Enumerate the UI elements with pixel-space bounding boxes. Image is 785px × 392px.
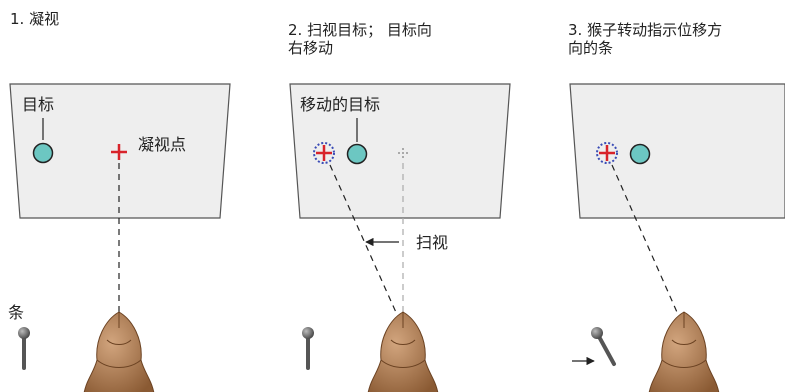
fixation-cross-2 xyxy=(316,145,332,161)
old-fixation-point-2 xyxy=(398,148,408,158)
target-dot-1 xyxy=(32,142,54,164)
monkey-head-2 xyxy=(366,311,440,392)
bar-label: 条 xyxy=(8,303,24,322)
panel-1-caption-line-1: 1. 凝视 xyxy=(10,10,59,28)
gaze-line-2 xyxy=(329,164,404,329)
panel-3-caption-line-1: 3. 猴子转动指示位移方 xyxy=(568,21,722,39)
panel-3-caption-line-2: 向的条 xyxy=(568,39,613,57)
bar-lever-3-tilted xyxy=(591,327,616,366)
panel-2: 2. 扫视目标； 目标向 右移动 移动的目标 扫视 xyxy=(288,21,511,392)
panel-2-caption-line-2: 右移动 xyxy=(288,39,333,57)
panel-1: 1. 凝视 目标 凝视点 条 xyxy=(8,10,231,392)
target-label-1: 目标 xyxy=(22,95,54,114)
bar-lever-2 xyxy=(302,327,314,370)
panel-3: 3. 猴子转动指示位移方 向的条 xyxy=(568,21,785,392)
target-dot-2 xyxy=(346,143,368,165)
bar-lever-1 xyxy=(18,327,30,370)
gaze-line-3 xyxy=(611,164,685,329)
fixation-cross-1 xyxy=(111,144,127,160)
moving-target-label: 移动的目标 xyxy=(300,95,380,114)
old-target-outline-3 xyxy=(596,142,618,164)
monkey-head-1 xyxy=(82,311,156,392)
panel-2-caption-line-1: 2. 扫视目标； 目标向 xyxy=(288,21,432,39)
old-target-outline-2 xyxy=(313,142,335,164)
target-dot-3 xyxy=(629,143,651,165)
screen-2 xyxy=(289,83,511,219)
monkey-head-3 xyxy=(647,311,721,392)
fixation-cross-3 xyxy=(599,145,615,161)
screen-3 xyxy=(569,83,785,219)
fixation-label: 凝视点 xyxy=(138,135,186,154)
saccade-label: 扫视 xyxy=(416,233,448,252)
